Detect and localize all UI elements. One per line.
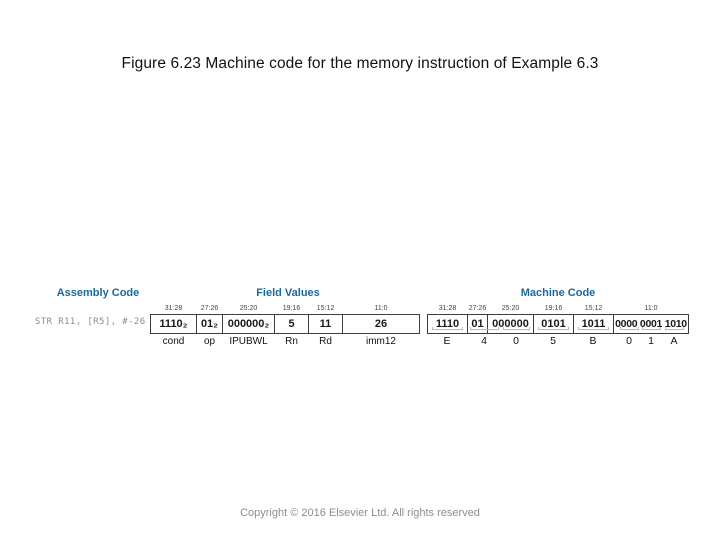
machine-funct-bits: 000000 <box>492 318 529 330</box>
field-cond-value: 1110₂ <box>159 318 188 330</box>
machine-funct: 25:20 000000 <box>488 305 534 333</box>
machine-rn-bits: 0101 <box>541 318 566 330</box>
field-rd-value: 11 <box>319 318 332 330</box>
hex-digit: B <box>589 335 597 347</box>
bit-range-label: 27:26 <box>468 305 487 312</box>
copyright-notice: Copyright © 2016 Elsevier Ltd. All right… <box>240 507 480 519</box>
hex-digit: 4 <box>481 335 487 347</box>
machine-cond: 31:28 1110 <box>428 305 468 333</box>
field-funct: 25:20 000000₂ IPUBWL <box>223 305 275 347</box>
field-rd-label: Rd <box>319 336 332 347</box>
field-cond-label: cond <box>162 336 185 347</box>
bit-range-label: 11:0 <box>374 305 388 312</box>
machine-cond-bits: 1110 <box>435 318 460 330</box>
machine-op-bits: 01 <box>471 318 484 330</box>
assembly-code-header: Assembly Code <box>56 287 140 299</box>
field-funct-label: IPUBWL <box>229 336 268 347</box>
field-imm12-label: imm12 <box>365 336 397 347</box>
machine-imm12-bits: 0000 0001 1010 <box>615 318 687 330</box>
bit-range-label: 31:28 <box>438 305 457 312</box>
hex-digit: E <box>443 335 451 347</box>
field-rd: 15:12 11 Rd <box>309 305 343 347</box>
field-imm12: 11:0 26 imm12 <box>343 305 419 347</box>
hex-digit: 1 <box>648 335 654 347</box>
field-rn-value: 5 <box>288 318 295 330</box>
hex-digit: 5 <box>550 335 556 347</box>
assembly-instruction: STR R11, [R5], #-26 <box>35 317 146 327</box>
hex-digit: 0 <box>626 335 632 347</box>
bit-range-label: 15:12 <box>584 305 603 312</box>
machine-imm12: 11:0 0000 0001 1010 <box>614 305 688 333</box>
machine-rd-bits: 1011 <box>581 318 606 330</box>
machine-code-header: Machine Code <box>520 287 596 299</box>
machine-op: 27:26 01 <box>468 305 488 333</box>
machine-rd: 15:12 1011 <box>574 305 614 333</box>
bit-range-label: 15:12 <box>316 305 335 312</box>
field-op-label: op <box>203 336 216 347</box>
field-values-header: Field Values <box>256 287 320 299</box>
machine-rn: 19:16 0101 <box>534 305 574 333</box>
field-cond: 31:28 1110₂ cond <box>151 305 197 347</box>
field-rn-label: Rn <box>285 336 298 347</box>
field-rn: 19:16 5 Rn <box>275 305 309 347</box>
field-op-value: 01₂ <box>200 318 219 330</box>
field-values-table: 31:28 1110₂ cond 27:26 01₂ op 25:20 0000… <box>150 305 420 347</box>
bit-range-label: 11:0 <box>644 305 658 312</box>
field-funct-value: 000000₂ <box>227 318 270 330</box>
hex-digit: 0 <box>513 335 519 347</box>
bit-range-label: 31:28 <box>164 305 183 312</box>
machine-code-table: 31:28 1110 27:26 01 25:20 000000 19:16 0… <box>427 305 689 334</box>
bit-range-label: 25:20 <box>239 305 258 312</box>
field-imm12-value: 26 <box>374 318 388 330</box>
bit-range-label: 19:16 <box>544 305 563 312</box>
bit-range-label: 27:26 <box>200 305 219 312</box>
field-op: 27:26 01₂ op <box>197 305 223 347</box>
bit-range-label: 19:16 <box>282 305 301 312</box>
bit-range-label: 25:20 <box>501 305 520 312</box>
figure-title: Figure 6.23 Machine code for the memory … <box>121 55 599 72</box>
hex-digit: A <box>670 335 678 347</box>
